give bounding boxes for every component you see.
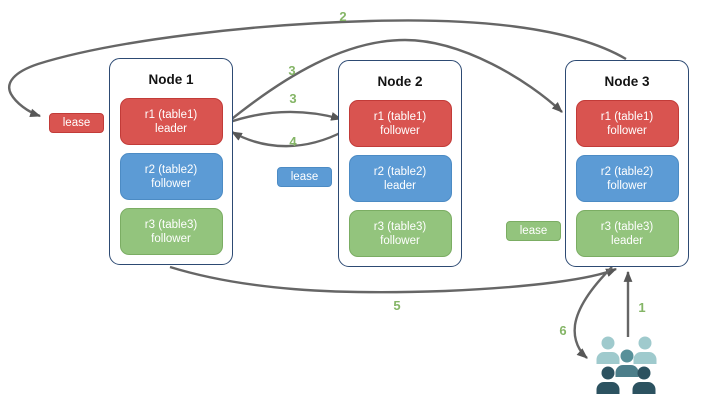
node-1: Node 1 r1 (table1) leader r2 (table2) fo… — [109, 58, 233, 265]
person-icon-light-left — [596, 336, 620, 364]
arrow-step2-node3-to-lease — [8, 19, 627, 118]
replica-box-node3-r1: r1 (table1) follower — [575, 100, 679, 147]
replica-name: r1 (table1) — [144, 108, 198, 121]
node-3: Node 3 r1 (table1) follower r2 (table2) … — [565, 60, 689, 267]
person-icon-dark-left — [596, 366, 620, 394]
person-icon-medium-center — [615, 349, 639, 377]
step-label-3a: 3 — [288, 63, 296, 78]
step-label-4: 4 — [289, 134, 297, 149]
node-title: Node 1 — [148, 72, 194, 87]
replica-role: follower — [151, 177, 191, 190]
step-label-3b: 3 — [289, 91, 297, 106]
person-icon-dark-right — [632, 366, 656, 394]
replica-role: leader — [611, 234, 643, 247]
arrow-step3-leader-to-node2 — [226, 110, 343, 125]
step-label-2: 2 — [339, 9, 347, 24]
replica-role: leader — [384, 179, 416, 192]
lease-label: lease — [519, 225, 548, 237]
replica-box-node1-r2: r2 (table2) follower — [119, 153, 223, 200]
person-icon-light-right — [633, 336, 657, 364]
replica-name: r3 (table3) — [373, 220, 427, 233]
replica-role: follower — [380, 234, 420, 247]
lease-badge-r1: lease — [49, 113, 104, 133]
node-title: Node 3 — [604, 74, 650, 89]
replica-name: r1 (table1) — [373, 110, 427, 123]
replica-role: follower — [151, 232, 191, 245]
replica-role: follower — [607, 124, 647, 137]
replica-box-node2-r2: r2 (table2) leader — [348, 155, 452, 202]
lease-label: lease — [290, 171, 319, 183]
replica-role: follower — [607, 179, 647, 192]
replica-name: r2 (table2) — [373, 165, 427, 178]
replica-name: r2 (table2) — [144, 163, 198, 176]
users-icon — [596, 336, 657, 394]
replica-name: r3 (table3) — [144, 218, 198, 231]
arrow-step5-node1-to-node3 — [169, 265, 618, 294]
node-title: Node 2 — [377, 74, 423, 89]
replica-box-node2-r1: r1 (table1) follower — [348, 100, 452, 147]
replica-box-node2-r3: r3 (table3) follower — [348, 210, 452, 257]
step-label-1: 1 — [638, 300, 646, 315]
node-2: Node 2 r1 (table1) follower r2 (table2) … — [338, 60, 462, 267]
replica-name: r2 (table2) — [600, 165, 654, 178]
replica-name: r3 (table3) — [600, 220, 654, 233]
person-head — [620, 349, 634, 363]
lease-badge-r2: lease — [277, 167, 332, 187]
lease-badge-r3: lease — [506, 221, 561, 241]
person-body — [615, 365, 639, 377]
replica-box-node1-r3: r3 (table3) follower — [119, 208, 223, 255]
replica-role: leader — [155, 122, 187, 135]
step-label-5: 5 — [393, 298, 401, 313]
replica-name: r1 (table1) — [600, 110, 654, 123]
replica-box-node1-r1: r1 (table1) leader — [119, 98, 223, 145]
replica-role: follower — [380, 124, 420, 137]
replica-box-node3-r3: r3 (table3) leader — [575, 210, 679, 257]
step-label-6: 6 — [559, 323, 567, 338]
replica-box-node3-r2: r2 (table2) follower — [575, 155, 679, 202]
lease-label: lease — [62, 117, 91, 129]
